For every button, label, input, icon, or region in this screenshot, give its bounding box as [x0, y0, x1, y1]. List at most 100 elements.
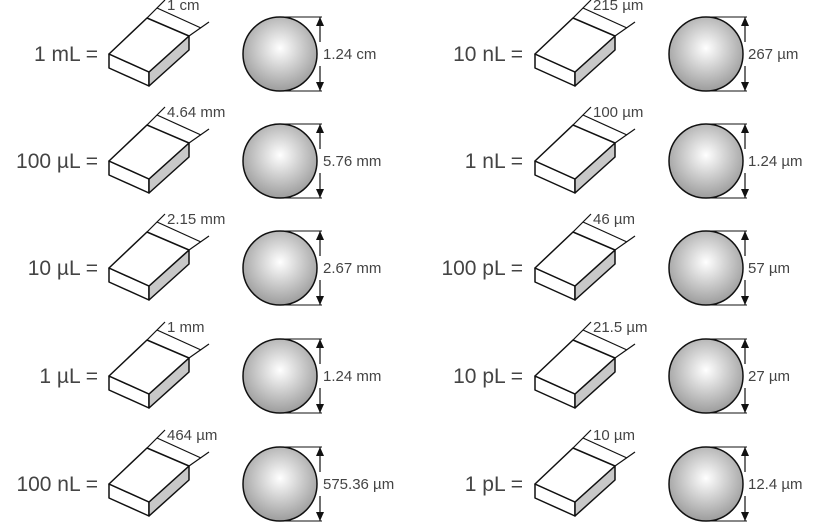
sphere-diameter-label: 12.4 µm [748, 476, 803, 493]
sphere [242, 123, 318, 199]
arrowhead-up-icon [741, 124, 749, 133]
cube-dimension-line [614, 235, 636, 251]
cube-dimension-line [572, 429, 592, 449]
cube-dimension-line [156, 7, 202, 29]
cube-dimension-line [146, 429, 166, 449]
sphere [242, 338, 318, 414]
cube-dimension-line [582, 7, 628, 29]
arrowhead-down-icon [316, 189, 324, 198]
arrowhead-down-icon [741, 404, 749, 413]
cube-dimension-line [582, 437, 628, 459]
conversion-left-0: 1 mL = 1 cm 1.24 cm [34, 0, 376, 92]
volume-label: 10 pL = [453, 365, 523, 388]
sphere-diameter-label: 27 µm [748, 368, 790, 385]
conversion-left-2: 10 µL = 2.15 mm 2.67 mm [28, 211, 381, 306]
conversion-right-1: 1 nL = 100 µm 1.24 µm [465, 104, 803, 199]
cube-dimension-line [146, 106, 166, 126]
cube-dimension-line [188, 21, 210, 37]
cube-side-label: 2.15 mm [167, 211, 225, 228]
sphere [242, 230, 318, 306]
cube-side-label: 46 µm [593, 211, 635, 228]
cube-dimension-line [582, 114, 628, 136]
sphere-diameter-label: 2.67 mm [323, 260, 381, 277]
arrowhead-up-icon [741, 17, 749, 26]
cube-dimension-line [614, 343, 636, 359]
cube-side-label: 4.64 mm [167, 104, 225, 121]
cube-dimension-line [582, 221, 628, 243]
sphere [668, 123, 744, 199]
sphere-diameter-label: 1.24 µm [748, 153, 803, 170]
cube-dimension-line [614, 21, 636, 37]
conversion-right-4: 1 pL = 10 µm 12.4 µm [465, 427, 803, 522]
arrowhead-up-icon [741, 447, 749, 456]
arrowhead-down-icon [741, 296, 749, 305]
arrowhead-up-icon [741, 339, 749, 348]
arrowhead-down-icon [741, 512, 749, 521]
arrowhead-down-icon [741, 82, 749, 91]
cube-dimension-line [146, 213, 166, 233]
sphere-diameter-label: 5.76 mm [323, 153, 381, 170]
volume-label: 1 mL = [34, 43, 98, 66]
cube-dimension-line [582, 329, 628, 351]
arrowhead-down-icon [316, 512, 324, 521]
conversion-left-4: 100 nL = 464 µm 575.36 µm [16, 427, 394, 522]
conversion-left-1: 100 µL = 4.64 mm 5.76 mm [16, 104, 381, 199]
arrowhead-up-icon [316, 231, 324, 240]
arrowhead-up-icon [316, 447, 324, 456]
sphere-diameter-label: 57 µm [748, 260, 790, 277]
cube-dimension-line [614, 128, 636, 144]
cube-dimension-line [572, 321, 592, 341]
cube-side-label: 100 µm [593, 104, 643, 121]
cube-dimension-line [156, 329, 202, 351]
arrowhead-up-icon [316, 124, 324, 133]
cube-dimension-line [188, 128, 210, 144]
cube-dimension-line [146, 0, 166, 19]
cube-dimension-line [188, 235, 210, 251]
sphere-diameter-label: 1.24 cm [323, 46, 376, 63]
sphere [242, 16, 318, 92]
cube-side-label: 464 µm [167, 427, 217, 444]
sphere-diameter-label: 267 µm [748, 46, 798, 63]
conversion-left-3: 1 µL = 1 mm 1.24 mm [39, 319, 381, 414]
sphere [668, 338, 744, 414]
sphere-diameter-label: 575.36 µm [323, 476, 394, 493]
conversion-right-3: 10 pL = 21.5 µm 27 µm [453, 319, 790, 414]
cube-dimension-line [146, 321, 166, 341]
volume-label: 10 µL = [28, 257, 98, 280]
sphere-diameter-label: 1.24 mm [323, 368, 381, 385]
volume-label: 100 µL = [16, 150, 98, 173]
cube-side-label: 1 cm [167, 0, 200, 14]
arrowhead-down-icon [316, 82, 324, 91]
cube-dimension-line [188, 343, 210, 359]
cube-dimension-line [156, 437, 202, 459]
cube-dimension-line [572, 0, 592, 19]
volume-label: 10 nL = [453, 43, 523, 66]
arrowhead-down-icon [316, 296, 324, 305]
cube-dimension-line [614, 451, 636, 467]
cube-dimension-line [156, 114, 202, 136]
cube-side-label: 215 µm [593, 0, 643, 14]
arrowhead-down-icon [741, 189, 749, 198]
cube-side-label: 1 mm [167, 319, 205, 336]
sphere [668, 16, 744, 92]
cube-side-label: 10 µm [593, 427, 635, 444]
sphere [668, 446, 744, 522]
arrowhead-up-icon [316, 17, 324, 26]
volume-label: 1 µL = [39, 365, 98, 388]
volume-label: 1 nL = [465, 150, 523, 173]
arrowhead-up-icon [316, 339, 324, 348]
cube-dimension-line [572, 106, 592, 126]
cube-dimension-line [188, 451, 210, 467]
cube-dimension-line [156, 221, 202, 243]
arrowhead-down-icon [316, 404, 324, 413]
volume-label: 100 nL = [16, 473, 98, 496]
sphere [242, 446, 318, 522]
volume-label: 1 pL = [465, 473, 523, 496]
sphere [668, 230, 744, 306]
arrowhead-up-icon [741, 231, 749, 240]
cube-dimension-line [572, 213, 592, 233]
conversion-right-2: 100 pL = 46 µm 57 µm [441, 211, 790, 306]
volume-label: 100 pL = [441, 257, 523, 280]
cube-side-label: 21.5 µm [593, 319, 648, 336]
